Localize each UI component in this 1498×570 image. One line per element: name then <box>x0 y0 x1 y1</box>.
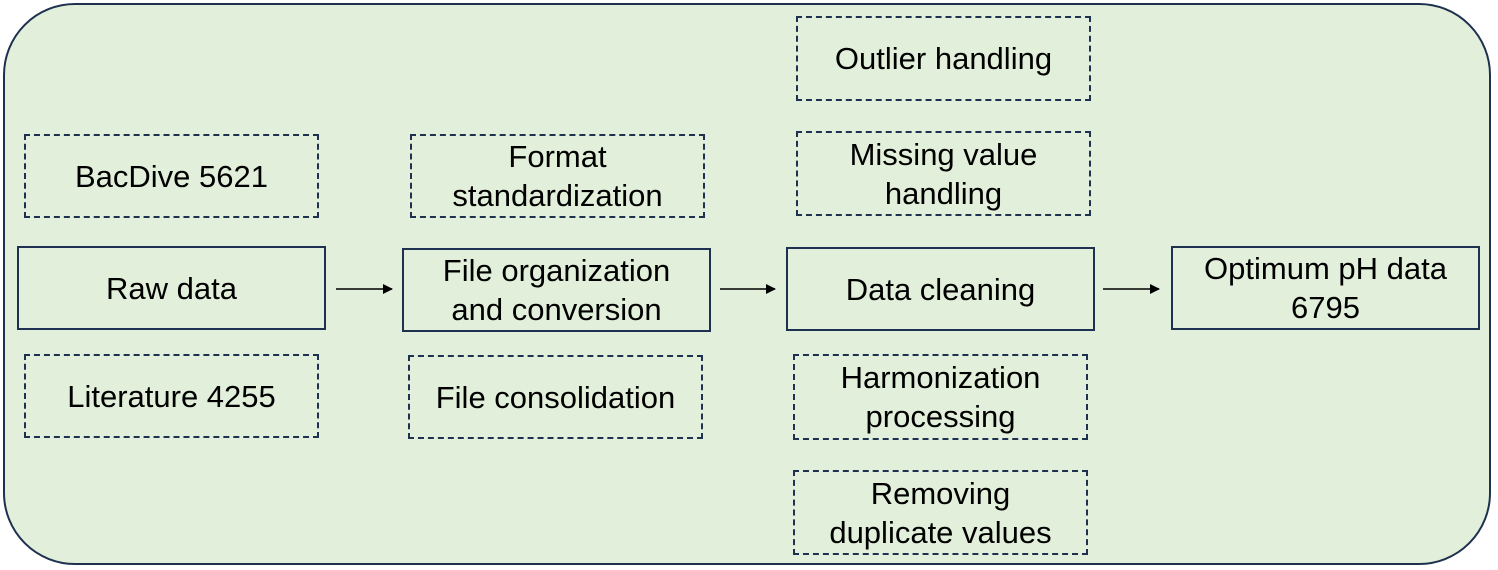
step-harmonization-label: Harmonization processing <box>840 360 1041 434</box>
stage-data-cleaning-label: Data cleaning <box>845 271 1036 307</box>
step-file-consolidation-label: File consolidation <box>435 379 676 415</box>
source-bacdive-box: BacDive 5621 <box>24 134 319 218</box>
source-literature-box: Literature 4255 <box>24 354 319 438</box>
step-file-consolidation-box: File consolidation <box>408 355 703 439</box>
stage-data-cleaning-box: Data cleaning <box>786 247 1095 331</box>
stage-file-organization-box: File organization and conversion <box>402 248 711 332</box>
stage-file-organization-label: File organization and conversion <box>442 253 671 327</box>
step-format-standardization-label: Format standardization <box>452 139 663 213</box>
step-removing-duplicates-label: Removing duplicate values <box>829 475 1052 550</box>
step-harmonization-box: Harmonization processing <box>793 354 1088 440</box>
step-outlier-handling-box: Outlier handling <box>796 16 1091 101</box>
step-missing-value-box: Missing value handling <box>796 131 1091 216</box>
step-outlier-handling-label: Outlier handling <box>834 41 1053 76</box>
source-bacdive-label: BacDive 5621 <box>74 158 268 194</box>
source-literature-label: Literature 4255 <box>67 378 276 414</box>
stage-raw-data-label: Raw data <box>106 270 237 306</box>
stage-raw-data-box: Raw data <box>17 246 326 330</box>
step-missing-value-label: Missing value handling <box>849 136 1038 211</box>
diagram-panel <box>3 3 1491 565</box>
step-removing-duplicates-box: Removing duplicate values <box>793 470 1088 555</box>
stage-optimum-ph-label: Optimum pH data 6795 <box>1204 251 1447 325</box>
step-format-standardization-box: Format standardization <box>410 134 705 218</box>
stage-optimum-ph-box: Optimum pH data 6795 <box>1171 246 1480 330</box>
